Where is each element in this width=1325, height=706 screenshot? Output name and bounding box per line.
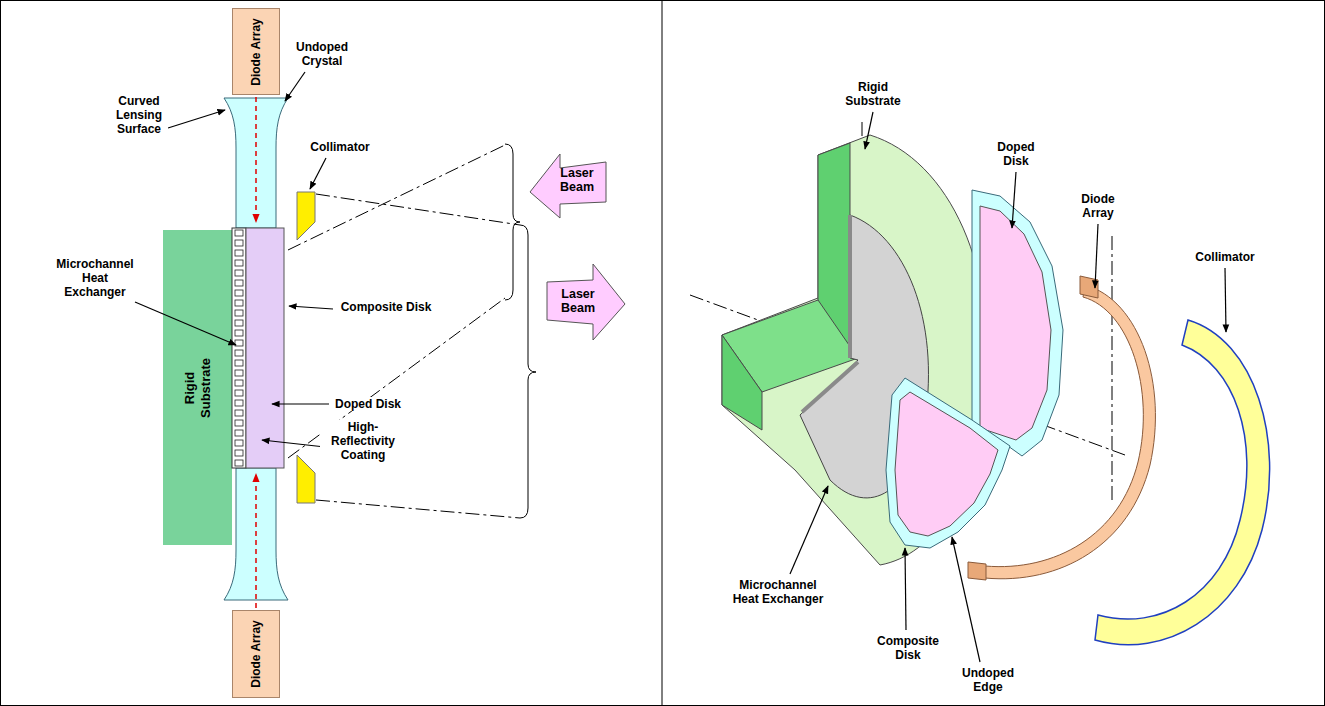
part-label: Composite Disk bbox=[336, 300, 436, 314]
substrate-label: Rigid Substrate bbox=[182, 355, 214, 421]
axis-line bbox=[1112, 236, 1113, 500]
part-label: Undoped Crystal bbox=[290, 40, 354, 68]
part-label: Microchannel Heat Exchanger bbox=[52, 257, 138, 299]
part-label: Doped Disk bbox=[988, 140, 1044, 168]
part-label: Undoped Edge bbox=[955, 666, 1021, 694]
exploded-view bbox=[802, 362, 858, 412]
beam-outline bbox=[505, 144, 520, 300]
cross-section bbox=[224, 98, 288, 228]
diode-label: Diode Array bbox=[249, 18, 263, 86]
leader-arrow bbox=[168, 110, 225, 128]
exploded-view bbox=[968, 562, 986, 580]
exploded-view bbox=[985, 285, 1155, 579]
cross-section bbox=[255, 474, 257, 608]
cross-section bbox=[232, 228, 246, 468]
part-label: Doped Disk bbox=[330, 397, 406, 411]
exploded-view bbox=[1095, 320, 1270, 645]
leader-arrow bbox=[905, 548, 906, 630]
diode-array-box: Diode Array bbox=[232, 8, 280, 95]
panel-frame bbox=[662, 0, 663, 706]
part-label: Diode Array bbox=[1070, 192, 1126, 220]
part-label: Collimator bbox=[300, 140, 380, 154]
cross-section bbox=[232, 228, 246, 468]
leader-arrow bbox=[310, 158, 326, 189]
leader-arrow bbox=[272, 403, 329, 404]
beam-outline bbox=[520, 225, 536, 518]
laser-beam-arrow: Laser Beam bbox=[528, 140, 608, 220]
rigid-substrate-block: Rigid Substrate bbox=[163, 230, 232, 545]
diode-label: Diode Array bbox=[249, 620, 263, 688]
part-label: Curved Lensing Surface bbox=[110, 94, 168, 136]
exploded-view bbox=[972, 190, 1063, 456]
beam-outline bbox=[316, 194, 520, 225]
beam-label: Laser Beam bbox=[548, 166, 606, 194]
arrow-shape bbox=[530, 154, 606, 218]
exploded-view bbox=[722, 335, 762, 430]
leader-arrow bbox=[135, 302, 236, 345]
leader-arrow bbox=[285, 72, 305, 101]
cross-section bbox=[297, 192, 315, 240]
cross-section bbox=[246, 228, 284, 468]
beam-outline bbox=[316, 500, 520, 518]
exploded-view bbox=[980, 206, 1051, 440]
arrow-shape bbox=[547, 264, 625, 340]
exploded-view bbox=[848, 215, 852, 358]
part-label: Microchannel Heat Exchanger bbox=[728, 578, 828, 606]
beam-label: Laser Beam bbox=[549, 287, 607, 315]
part-label: Composite Disk bbox=[872, 634, 944, 662]
leader-arrow bbox=[1095, 224, 1098, 288]
exploded-view bbox=[886, 378, 1010, 548]
leader-arrow bbox=[135, 72, 1226, 662]
cross-section bbox=[163, 230, 232, 545]
cross-section bbox=[255, 97, 257, 222]
leader-arrow bbox=[289, 306, 333, 309]
leader-arrow bbox=[262, 440, 325, 447]
exploded-view bbox=[895, 392, 998, 536]
leader-arrow bbox=[790, 486, 828, 574]
leader-arrow bbox=[952, 537, 980, 662]
exploded-view bbox=[722, 135, 1270, 645]
diode-array-box: Diode Array bbox=[232, 610, 280, 698]
part-label: High-Reflectivity Coating bbox=[320, 420, 406, 462]
leader-arrow bbox=[1012, 172, 1016, 228]
part-label: Rigid Substrate bbox=[840, 80, 906, 108]
beam-outline bbox=[288, 144, 536, 518]
cross-section bbox=[163, 97, 315, 608]
leader-arrow bbox=[865, 112, 873, 149]
cross-section bbox=[297, 455, 315, 503]
beam-outline bbox=[288, 145, 505, 250]
laser-beam-arrow: Laser Beam bbox=[545, 258, 627, 344]
part-label: Collimator bbox=[1185, 250, 1265, 264]
leader-arrow bbox=[1225, 268, 1226, 332]
